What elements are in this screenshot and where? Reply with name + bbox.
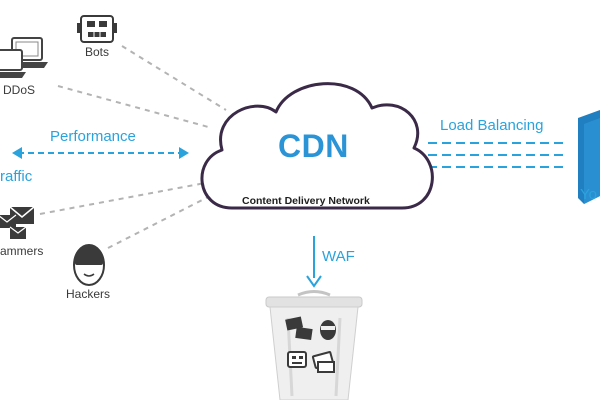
- waf-arrow: [306, 236, 322, 288]
- cloud-shape: [200, 82, 434, 210]
- spammers-label: ammers: [0, 244, 44, 258]
- server-icon: [578, 110, 600, 204]
- envelope-icon: [0, 206, 35, 239]
- connector-spammers: [39, 182, 206, 215]
- connector-bots: [121, 45, 227, 111]
- server-label: Yo: [580, 186, 597, 203]
- cdn-subtitle: Content Delivery Network: [242, 195, 370, 207]
- connector-hackers: [107, 194, 213, 249]
- hacker-icon: [73, 244, 105, 286]
- computer-icon: [0, 37, 48, 78]
- ddos-label: DDoS: [3, 83, 36, 97]
- cdn-title: CDN: [278, 128, 349, 164]
- performance-label: Performance: [50, 128, 136, 145]
- load-balancing-label: Load Balancing: [440, 117, 544, 134]
- traffic-label: raffic: [0, 168, 33, 185]
- source-connectors: [39, 45, 227, 249]
- performance-arrow: [12, 147, 189, 159]
- hackers-label: Hackers: [66, 287, 111, 301]
- connector-ddos: [57, 85, 213, 129]
- trash-bin-icon: [265, 290, 363, 400]
- robot-icon: [77, 15, 117, 43]
- load-balancing-lines: [428, 142, 568, 168]
- bots-label: Bots: [85, 45, 110, 59]
- waf-label: WAF: [322, 248, 355, 265]
